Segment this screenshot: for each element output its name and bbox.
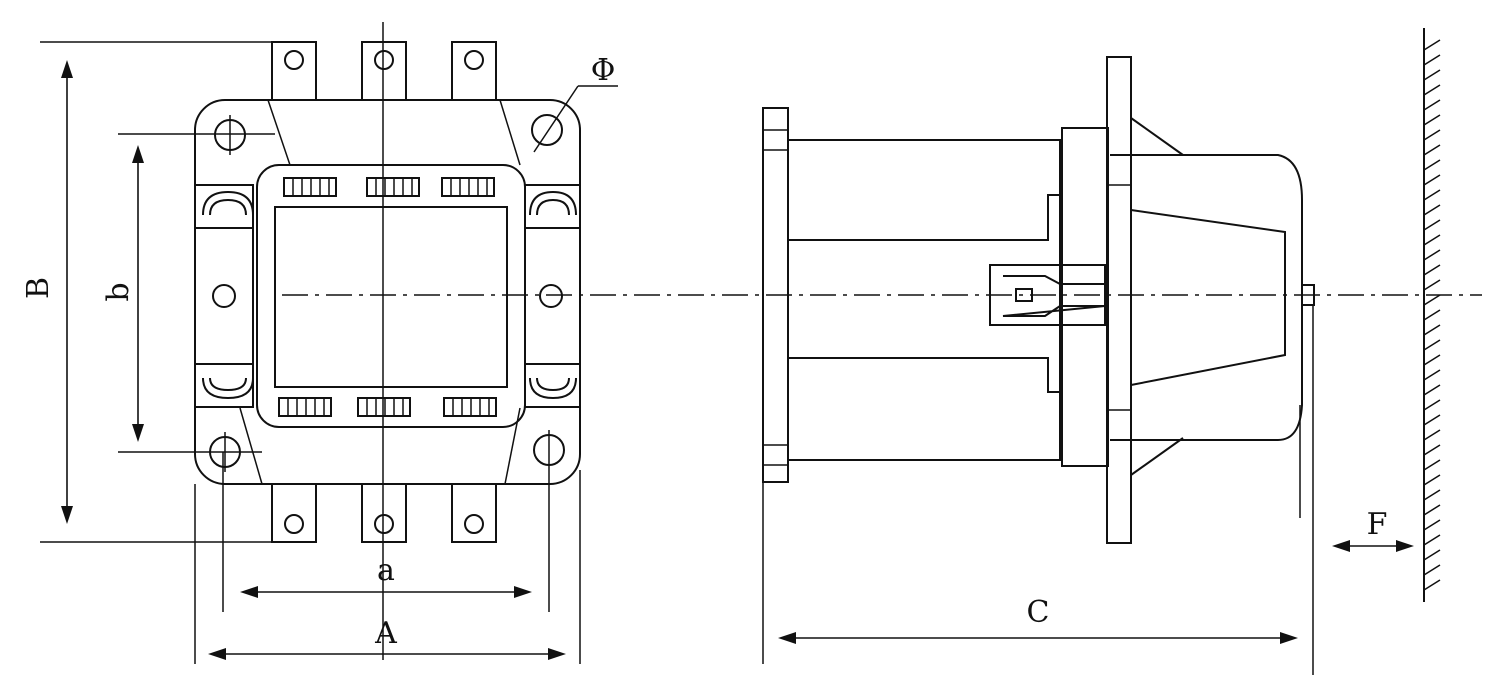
- hatch-line: [1423, 189, 1441, 201]
- hatch-line: [1423, 54, 1441, 66]
- hatch-line: [1423, 264, 1441, 276]
- dimension-a: a: [240, 553, 532, 598]
- hatch-line: [1423, 564, 1441, 576]
- label-A: A: [374, 616, 397, 651]
- hatch-line: [1423, 324, 1441, 336]
- corner-line: [239, 407, 263, 485]
- terminal-hole: [374, 50, 394, 70]
- right-side-block: [524, 184, 581, 408]
- corner-line: [504, 407, 521, 485]
- hatch-line: [1423, 294, 1441, 306]
- label-phi: Φ: [591, 53, 616, 88]
- side-body: [787, 139, 1061, 461]
- front-cover: [1110, 154, 1303, 441]
- bottom-vents: [278, 397, 497, 417]
- corner-line: [267, 99, 291, 166]
- terminal-hole: [464, 50, 484, 70]
- hatch-line: [1423, 579, 1441, 591]
- hatch-line: [1423, 99, 1441, 111]
- mounting-holes: [209, 114, 565, 472]
- terminal-hole: [374, 514, 394, 534]
- hatch-line: [1423, 474, 1441, 486]
- inner-window: [274, 206, 508, 388]
- left-screw: [212, 284, 236, 308]
- hatch-line: [1423, 504, 1441, 516]
- cover-taper: [1130, 209, 1286, 386]
- wall-hatching: [1423, 39, 1441, 591]
- hatch-line: [1423, 459, 1441, 471]
- hatch-line: [1423, 519, 1441, 531]
- hatch-line: [1423, 549, 1441, 561]
- hatch-line: [1423, 414, 1441, 426]
- label-b: b: [101, 282, 136, 301]
- side-step-block: [1061, 127, 1109, 467]
- label-B: B: [21, 277, 56, 299]
- dimension-F: F: [1332, 507, 1414, 552]
- label-F: F: [1367, 507, 1388, 542]
- hatch-line: [1423, 114, 1441, 126]
- wall: [1423, 28, 1441, 602]
- hatch-line: [1423, 129, 1441, 141]
- hatch-line: [1423, 234, 1441, 246]
- actuator-housing: [989, 264, 1106, 326]
- left-side-block: [194, 184, 254, 408]
- actuator-indicator: [1015, 288, 1033, 302]
- hatch-line: [1423, 144, 1441, 156]
- side-flange: [1106, 56, 1132, 544]
- top-terminals: [271, 41, 497, 101]
- top-vents: [283, 177, 495, 197]
- dimension-phi: Φ: [533, 53, 618, 153]
- bottom-terminals: [271, 483, 497, 543]
- corner-line: [499, 99, 521, 166]
- hatch-line: [1423, 249, 1441, 261]
- label-a: a: [377, 553, 395, 588]
- hatch-line: [1423, 174, 1441, 186]
- terminal-hole: [284, 50, 304, 70]
- front-view: B b a A Φ: [21, 22, 618, 664]
- hatch-line: [1423, 309, 1441, 321]
- dimension-b: b: [101, 145, 144, 442]
- hatch-line: [1423, 399, 1441, 411]
- hatch-line: [1423, 39, 1441, 51]
- mounting-hole-top-right: [531, 114, 563, 146]
- terminal-hole: [464, 514, 484, 534]
- hatch-line: [1423, 204, 1441, 216]
- dimension-C: C: [778, 595, 1298, 644]
- hatch-line: [1423, 159, 1441, 171]
- dimension-A: A: [208, 616, 566, 660]
- hatch-line: [1423, 444, 1441, 456]
- hatch-line: [1423, 84, 1441, 96]
- hatch-line: [1423, 384, 1441, 396]
- hatch-line: [1423, 219, 1441, 231]
- side-view: C F: [762, 28, 1441, 675]
- terminal-hole: [284, 514, 304, 534]
- hatch-line: [1423, 69, 1441, 81]
- front-knob: [1301, 284, 1315, 306]
- hatch-line: [1423, 279, 1441, 291]
- right-screw: [539, 284, 563, 308]
- actuator-slider: [1002, 275, 1106, 317]
- hatch-line: [1423, 534, 1441, 546]
- hatch-line: [1423, 429, 1441, 441]
- hatch-line: [1423, 354, 1441, 366]
- label-C: C: [1027, 595, 1050, 630]
- hatch-line: [1423, 339, 1441, 351]
- hatch-line: [1423, 369, 1441, 381]
- dimension-B: B: [21, 60, 73, 524]
- inner-panel: [256, 164, 526, 428]
- hatch-line: [1423, 489, 1441, 501]
